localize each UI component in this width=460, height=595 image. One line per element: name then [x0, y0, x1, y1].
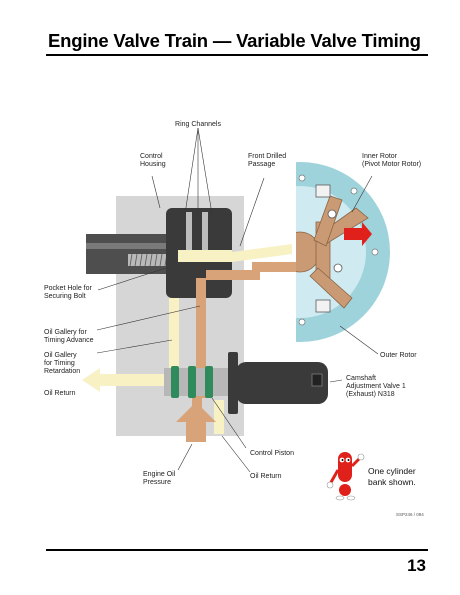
advance-feed-passage: [206, 262, 300, 280]
solenoid-connector: [311, 373, 323, 387]
label-outer-rotor: Outer Rotor: [380, 352, 417, 359]
page-title: Engine Valve Train — Variable Valve Timi…: [48, 30, 421, 51]
oil-return-left-passage: [100, 374, 178, 386]
label-camshaft-valve-1: Camshaft: [346, 375, 376, 382]
label-oil-gallery-retard-3: Retardation: [44, 368, 80, 375]
return-ring-gap: [178, 250, 232, 262]
label-inner-rotor-1: Inner Rotor: [362, 153, 398, 160]
oil-return-left-arrow: [82, 368, 100, 392]
label-pocket-hole-2: Securing Bolt: [44, 293, 86, 300]
label-engine-oil-1: Engine Oil: [143, 471, 176, 478]
page-number: 13: [407, 556, 426, 575]
note-line-2: bank shown.: [368, 477, 416, 487]
label-camshaft-valve-3: (Exhaust) N318: [346, 391, 395, 398]
engine-oil-pressure-arrow: [176, 402, 216, 442]
note-line-1: One cylinder: [368, 466, 416, 476]
pressure-gallery-advance: [196, 278, 206, 398]
figure-code: SSP246 / 094: [396, 512, 424, 517]
exclamation-mascot-icon: [326, 452, 365, 501]
label-control-piston: Control Piston: [250, 450, 294, 457]
rotor-chambers: [315, 184, 343, 313]
control-piston-rings: [171, 366, 213, 398]
ring-channel-1: [186, 212, 192, 258]
label-control-housing-1: Control: [140, 153, 163, 160]
label-oil-return-left: Oil Return: [44, 390, 76, 397]
label-pocket-hole-1: Pocket Hole for: [44, 285, 93, 292]
top-rule: [46, 54, 428, 56]
bottom-rule: [46, 549, 428, 551]
label-inner-rotor-2: (Pivot Motor Rotor): [362, 161, 421, 168]
rotation-arrow: [344, 222, 372, 246]
rotor-assembly: [296, 162, 390, 342]
label-control-housing-2: Housing: [140, 161, 166, 168]
front-drilled-passage: [232, 244, 292, 262]
inner-rotor: [296, 195, 369, 309]
label-oil-gallery-retard-2: for Timing: [44, 360, 75, 367]
leader-lines: [96, 127, 379, 473]
camshaft-highlight: [86, 243, 198, 249]
label-oil-gallery-advance-1: Oil Gallery for: [44, 329, 87, 336]
label-camshaft-valve-2: Adjustment Valve 1: [346, 383, 406, 390]
camshaft-adjustment-valve-solenoid: [236, 362, 328, 404]
label-oil-gallery-advance-2: Timing Advance: [44, 337, 94, 344]
oil-return-bottom-passage: [214, 400, 224, 434]
valve-flange: [228, 352, 238, 414]
label-oil-return-bottom: Oil Return: [250, 473, 282, 480]
label-front-drilled-2: Passage: [248, 161, 275, 168]
label-front-drilled-1: Front Drilled: [248, 153, 286, 160]
label-ring-channels: Ring Channels: [175, 121, 221, 128]
ring-channel-2: [202, 212, 208, 258]
label-oil-gallery-retard-1: Oil Gallery: [44, 352, 77, 359]
label-engine-oil-2: Pressure: [143, 479, 171, 486]
oil-gallery-retard-passage: [169, 268, 179, 388]
rotor-bolt-holes: [298, 174, 379, 326]
